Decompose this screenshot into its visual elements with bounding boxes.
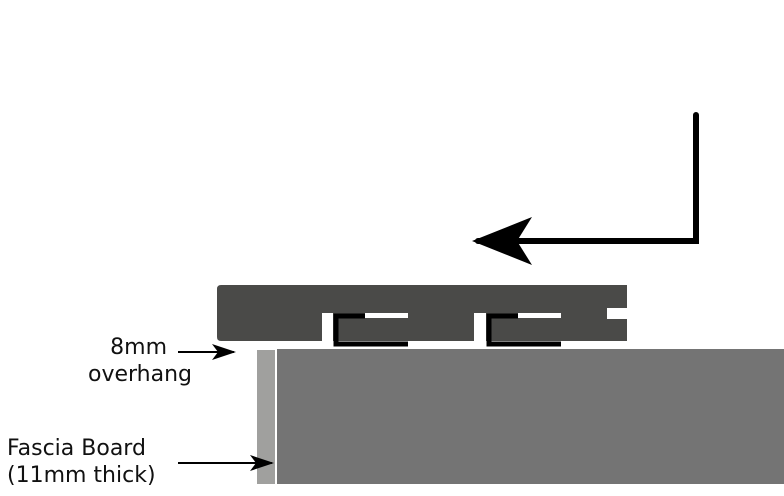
overhang-label-line2: overhang	[88, 362, 192, 387]
fascia-board	[257, 350, 275, 484]
fascia-label-line1: Fascia Board	[7, 436, 146, 461]
joist	[277, 349, 784, 484]
fascia-label-line2: (11mm thick)	[7, 463, 156, 488]
hidden-clip	[333, 313, 408, 347]
clip-gap	[518, 313, 561, 318]
hidden-clip	[486, 313, 561, 347]
decking-board	[217, 285, 627, 341]
direction-arrow	[472, 112, 699, 265]
overhang-label-line1: 8mm	[110, 335, 167, 360]
clip-gap	[365, 313, 408, 318]
